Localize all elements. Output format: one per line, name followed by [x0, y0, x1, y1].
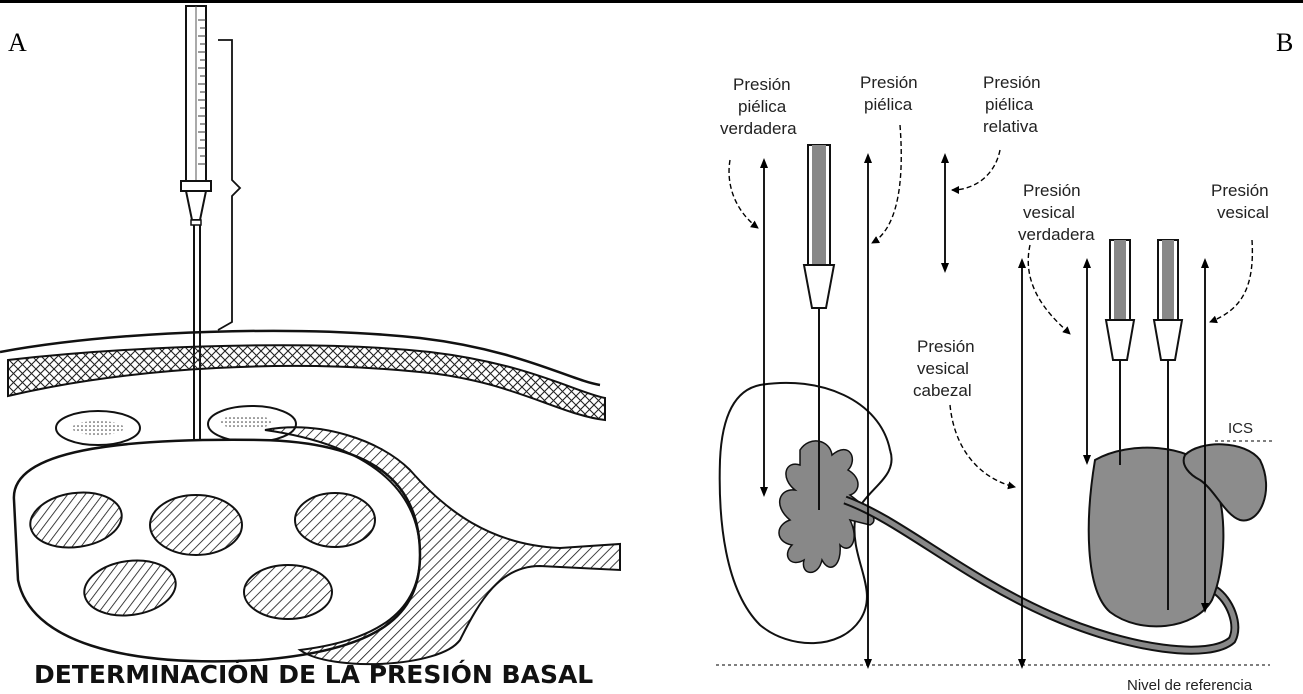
- label-pelvic-pressure: Presión piélica: [860, 73, 918, 114]
- svg-text:piélica: piélica: [864, 95, 913, 114]
- label-true-pelvic-pressure: Presión piélica verdadera: [720, 75, 797, 138]
- svg-text:Presión: Presión: [983, 73, 1041, 92]
- svg-text:verdadera: verdadera: [720, 119, 797, 138]
- pressure-brace: [218, 40, 240, 330]
- label-true-vesical-pressure: Presión vesical verdadera: [1018, 181, 1095, 244]
- svg-text:Presión: Presión: [733, 75, 791, 94]
- svg-text:vesical: vesical: [1023, 203, 1075, 222]
- label-relative-pelvic-pressure: Presión piélica relativa: [983, 73, 1041, 136]
- label-head-vesical-pressure: Presión vesical cabezal: [913, 337, 975, 400]
- svg-text:Presión: Presión: [1023, 181, 1081, 200]
- label-vesical-pressure: Presión vesical: [1211, 181, 1269, 222]
- svg-text:relativa: relativa: [983, 117, 1038, 136]
- svg-text:vesical: vesical: [917, 359, 969, 378]
- svg-text:vesical: vesical: [1217, 203, 1269, 222]
- svg-text:Presión: Presión: [860, 73, 918, 92]
- reference-level-label: Nivel de referencia: [1127, 677, 1253, 694]
- panel-b-illustration: ICS Nivel de referencia: [716, 73, 1275, 694]
- svg-text:piélica: piélica: [985, 95, 1034, 114]
- svg-text:piélica: piélica: [738, 97, 787, 116]
- svg-text:Presión: Presión: [1211, 181, 1269, 200]
- svg-text:Presión: Presión: [917, 337, 975, 356]
- panel-a-caption: DETERMINACIÓN DE LA PRESIÓN BASAL: [34, 659, 593, 689]
- svg-text:cabezal: cabezal: [913, 381, 972, 400]
- vesical-catheter-true: [1106, 240, 1134, 465]
- panel-a-illustration: DETERMINACIÓN DE LA PRESIÓN BASAL: [0, 6, 620, 689]
- syringe: [181, 6, 211, 225]
- svg-text:verdadera: verdadera: [1018, 225, 1095, 244]
- ics-label: ICS: [1228, 420, 1253, 437]
